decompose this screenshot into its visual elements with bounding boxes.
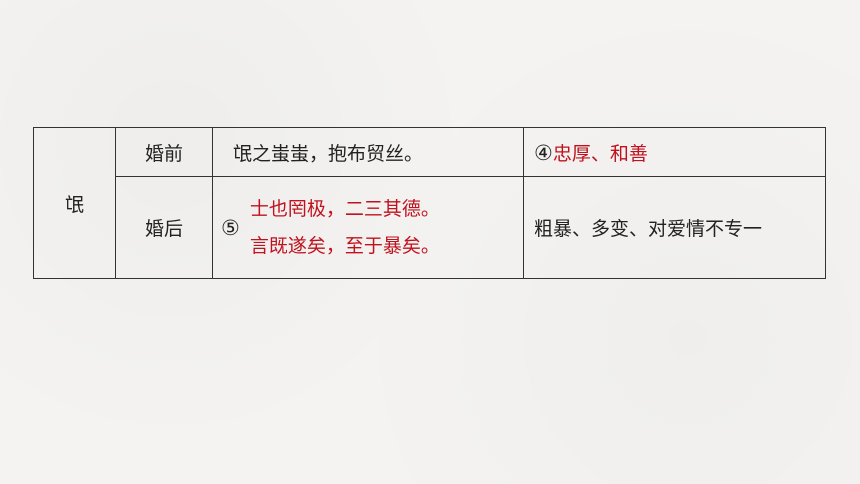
table-row: 婚后 ⑤ 士也罔极，二三其德。 言既遂矣，至于暴矣。 粗暴、多变、对爱情不专一 xyxy=(34,176,826,279)
quote-number: ⑤ xyxy=(221,215,240,240)
quote-text: 氓之蚩蚩，抱布贸丝。 xyxy=(233,142,424,165)
trait-cell: 粗暴、多变、对爱情不专一 xyxy=(523,176,826,279)
character-name: 氓 xyxy=(64,193,84,216)
quote-line: 言既遂矣，至于暴矣。 xyxy=(249,234,440,257)
stage-cell: 婚后 xyxy=(115,176,213,279)
quote-cell: 氓之蚩蚩，抱布贸丝。 xyxy=(212,127,524,177)
stage-label: 婚前 xyxy=(144,142,183,165)
quote-wrap: ⑤ 士也罔极，二三其德。 言既遂矣，至于暴矣。 xyxy=(213,191,523,265)
character-table: 氓 婚前 氓之蚩蚩，抱布贸丝。 ④忠厚、和善 婚后 ⑤ 士也罔极，二三其德。 xyxy=(33,127,826,279)
quote-lines: 士也罔极，二三其德。 言既遂矣，至于暴矣。 xyxy=(250,191,440,265)
quote-line: 士也罔极，二三其德。 xyxy=(249,197,440,220)
character-name-cell: 氓 xyxy=(33,127,116,279)
table-row: 氓 婚前 氓之蚩蚩，抱布贸丝。 ④忠厚、和善 xyxy=(33,127,826,279)
stage-cell: 婚前 xyxy=(115,127,213,177)
trait-text: 粗暴、多变、对爱情不专一 xyxy=(534,218,763,240)
quote-cell: ⑤ 士也罔极，二三其德。 言既遂矣，至于暴矣。 xyxy=(212,176,524,279)
trait-text: 忠厚、和善 xyxy=(552,142,648,165)
stage-label: 婚后 xyxy=(144,218,183,240)
trait-number: ④ xyxy=(534,140,553,165)
trait-cell: ④忠厚、和善 xyxy=(523,127,826,177)
